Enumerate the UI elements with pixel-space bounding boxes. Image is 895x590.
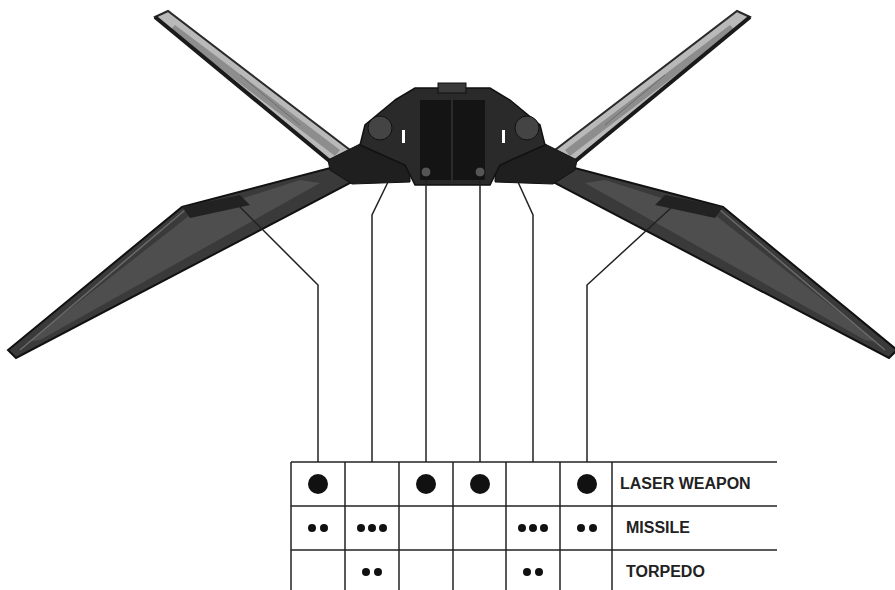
leader-lines [238, 180, 672, 462]
laser-dot [308, 474, 328, 494]
leader-line [518, 182, 533, 462]
cockpit-block [420, 100, 485, 180]
right-wing [495, 11, 895, 358]
gun-port [421, 167, 431, 177]
leader-line [587, 207, 672, 462]
laser-dot [470, 474, 490, 494]
laser-dot [577, 474, 597, 494]
running-light [502, 130, 505, 143]
leader-line [372, 182, 388, 462]
hull-seam [451, 100, 453, 180]
gun-port [475, 167, 485, 177]
table-row-label: LASER WEAPON [620, 476, 751, 492]
laser-dot [416, 474, 436, 494]
leader-line [425, 180, 427, 462]
leader-line [238, 205, 318, 462]
torpedo-dots [362, 568, 543, 576]
weapon-table [291, 462, 777, 590]
sensor-knob [438, 83, 466, 93]
leader-line [479, 180, 481, 462]
laser-dots [308, 474, 597, 494]
running-light [402, 130, 405, 143]
missile-dots [308, 524, 597, 532]
ship-hull [360, 88, 545, 185]
table-row-label: TORPEDO [626, 564, 705, 580]
table-row-label: MISSILE [626, 520, 690, 536]
engine-pod [515, 116, 539, 140]
left-wing [8, 11, 410, 358]
engine-pod [368, 116, 392, 140]
